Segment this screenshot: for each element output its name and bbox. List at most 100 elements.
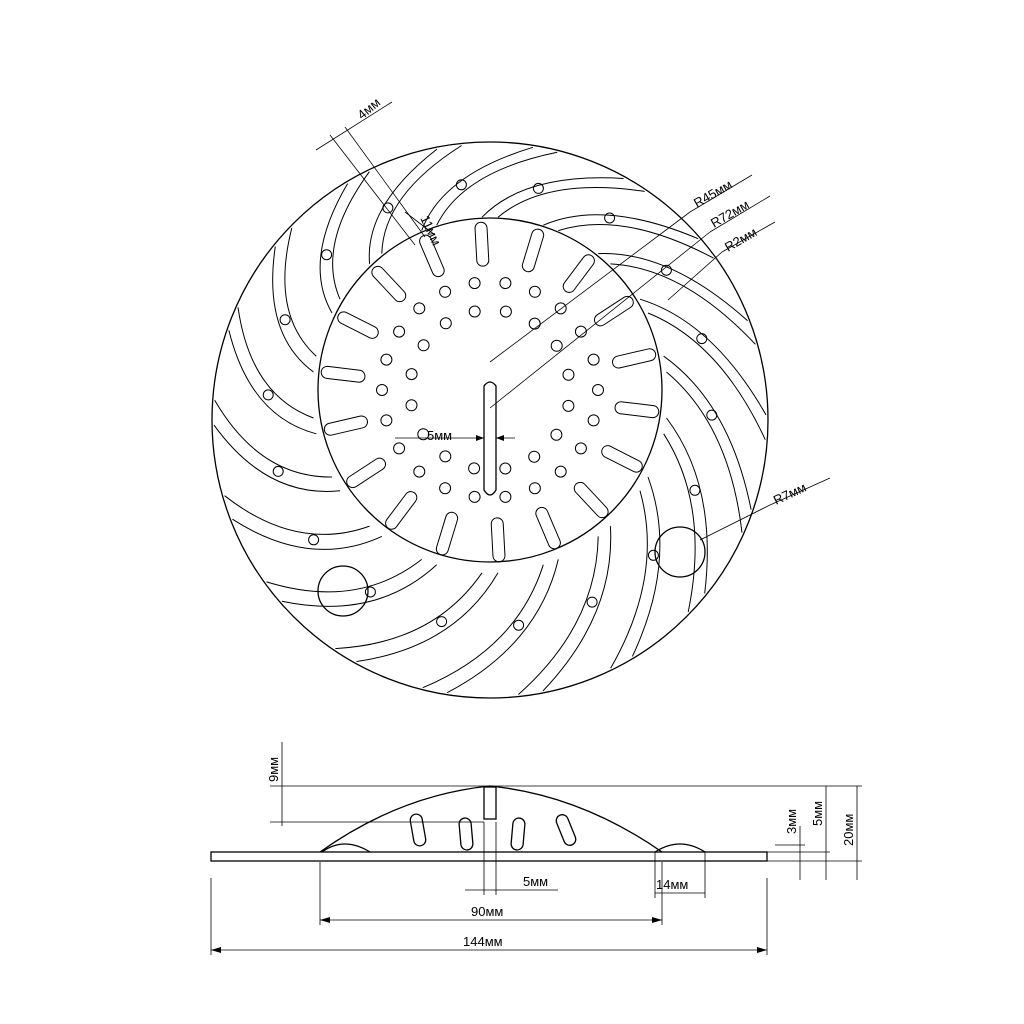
outer-rib-line bbox=[543, 214, 699, 240]
outer-curved-ribs bbox=[213, 145, 767, 695]
outer-rib-line bbox=[266, 559, 423, 593]
inner-slot bbox=[612, 348, 657, 369]
base-plate bbox=[210, 851, 768, 862]
inner-slot bbox=[419, 234, 445, 278]
outer-rib-line bbox=[356, 572, 499, 662]
label-20mm: 20мм bbox=[841, 814, 856, 846]
outer-rib-line bbox=[518, 536, 599, 695]
drain-hole bbox=[439, 450, 452, 463]
outer-rib-line bbox=[542, 526, 612, 692]
outer-rib-line bbox=[639, 298, 767, 416]
dim-14mm: 14мм bbox=[654, 852, 706, 898]
drain-hole bbox=[439, 285, 452, 298]
outer-rib-line bbox=[666, 371, 743, 533]
drain-hole bbox=[587, 353, 600, 366]
dim-144mm: 144мм bbox=[210, 878, 768, 955]
inner-slot bbox=[346, 457, 387, 489]
mount-hole-left bbox=[317, 565, 369, 617]
side-slots bbox=[409, 813, 577, 851]
dim-4mm: 4мм bbox=[315, 95, 426, 246]
drain-hole bbox=[380, 353, 393, 366]
label-5mm-side: 5мм bbox=[523, 874, 548, 889]
drain-hole bbox=[439, 482, 452, 495]
rib-hole bbox=[689, 484, 701, 496]
inner-slot bbox=[614, 401, 660, 419]
rib-hole bbox=[532, 182, 544, 194]
rib-hole bbox=[586, 596, 598, 608]
outer-rib-line bbox=[281, 564, 438, 607]
top-view: 4мм 11мм R45мм R72мм R2мм R bbox=[211, 95, 831, 699]
outer-rib-line bbox=[663, 433, 696, 613]
outer-rim-circle bbox=[211, 141, 769, 699]
label-3mm: 3мм bbox=[784, 809, 799, 834]
label-144mm: 144мм bbox=[463, 934, 503, 949]
outer-rib-line bbox=[214, 400, 333, 478]
rib-hole bbox=[272, 465, 284, 477]
drain-hole bbox=[405, 399, 418, 412]
drain-holes bbox=[376, 277, 604, 503]
drain-hole bbox=[376, 384, 388, 396]
dim-r45: R45мм bbox=[489, 174, 753, 363]
inner-slot bbox=[435, 511, 459, 556]
outer-rib-line bbox=[481, 177, 624, 218]
foot-right bbox=[654, 843, 706, 853]
inner-slot bbox=[323, 415, 368, 436]
outer-rib-line bbox=[663, 355, 752, 510]
outer-rib-line bbox=[610, 490, 648, 669]
rib-hole bbox=[660, 264, 672, 276]
label-4mm: 4мм bbox=[354, 95, 383, 123]
rib-hole bbox=[513, 619, 525, 631]
label-14mm: 14мм bbox=[656, 877, 688, 892]
mount-hole-right bbox=[654, 526, 706, 578]
rib-hole bbox=[308, 534, 320, 546]
drain-hole bbox=[587, 414, 600, 427]
outer-rib-line bbox=[647, 312, 766, 440]
foot-left bbox=[321, 843, 371, 853]
rib-hole bbox=[262, 389, 274, 401]
outer-rib-line bbox=[422, 564, 544, 689]
outer-rib-line bbox=[284, 227, 317, 357]
drain-hole bbox=[554, 302, 567, 315]
drain-hole bbox=[468, 305, 481, 318]
drain-hole bbox=[499, 277, 512, 290]
drain-hole bbox=[554, 465, 567, 478]
label-r7: R7мм bbox=[771, 480, 809, 508]
rib-hole bbox=[455, 179, 467, 191]
outer-rib-line bbox=[421, 146, 534, 231]
drain-hole bbox=[393, 442, 406, 455]
drain-hole bbox=[550, 339, 563, 352]
inner-slot bbox=[490, 517, 506, 563]
drain-hole bbox=[417, 339, 430, 352]
outer-rib-line bbox=[319, 183, 349, 314]
label-9mm: 9мм bbox=[266, 757, 281, 782]
drain-hole bbox=[468, 462, 481, 475]
label-5mm-right: 5мм bbox=[810, 801, 825, 826]
rib-hole bbox=[279, 314, 291, 326]
drain-hole bbox=[574, 325, 587, 338]
drain-hole bbox=[413, 465, 426, 478]
inner-slot bbox=[562, 254, 595, 293]
dim-90mm: 90мм bbox=[319, 862, 663, 925]
drain-hole bbox=[413, 302, 426, 315]
outer-rib-line bbox=[381, 145, 462, 254]
label-r72: R72мм bbox=[708, 197, 752, 231]
outer-rib-line bbox=[436, 151, 558, 226]
drain-hole bbox=[562, 368, 575, 381]
outer-rib-line bbox=[332, 171, 370, 300]
drain-hole bbox=[574, 442, 587, 455]
outer-rib-line bbox=[368, 148, 438, 264]
dim-5mm-side: 5мм bbox=[465, 822, 558, 895]
inner-slot bbox=[593, 295, 634, 327]
outer-rib-line bbox=[446, 559, 559, 694]
rib-hole bbox=[321, 249, 333, 261]
drain-hole bbox=[592, 384, 604, 396]
drain-hole bbox=[528, 317, 541, 330]
drain-hole bbox=[439, 317, 452, 330]
dim-right-heights: 3мм 5мм 20мм bbox=[767, 786, 862, 880]
inner-slot bbox=[535, 506, 561, 550]
drain-hole bbox=[528, 285, 541, 298]
rib-hole bbox=[364, 586, 376, 598]
rib-hole bbox=[436, 616, 448, 628]
inner-slot bbox=[474, 221, 490, 267]
